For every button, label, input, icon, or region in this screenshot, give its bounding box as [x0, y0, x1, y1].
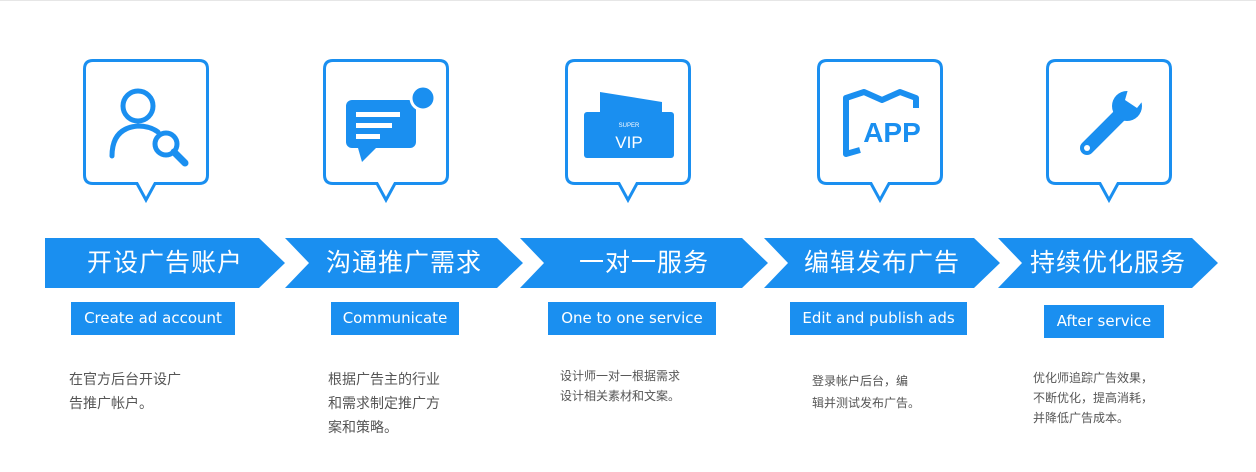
step-3-description: 设计师一对一根据需求 设计相关素材和文案。 [560, 369, 681, 403]
wrench-icon [1080, 86, 1145, 155]
step-4-icon-box: APP [817, 59, 943, 205]
app-label-text: APP [863, 117, 921, 148]
app-map-icon: APP [843, 89, 921, 157]
step-1-icon-box [83, 59, 209, 205]
step-4-description: 登录帐户后台，编 辑并测试发布广告。 [812, 374, 921, 410]
step-3-arrow: 一对一服务 [520, 238, 768, 288]
arrow-shape [764, 238, 1000, 288]
step-5-subtitle: After service [1044, 305, 1164, 338]
step-4-title: 编辑发布广告 [803, 248, 960, 277]
chat-bubble-icon [346, 84, 436, 162]
step-2-arrow: 沟通推广需求 [285, 238, 523, 288]
arrow-shape [285, 238, 523, 288]
step-3-icon-box: SUPER VIP [565, 59, 691, 205]
vip-card-icon: SUPER VIP [584, 92, 674, 158]
step-3-title: 一对一服务 [578, 248, 709, 277]
step-2-icon-box [323, 59, 449, 205]
arrow-shape [45, 238, 285, 288]
step-1-title: 开设广告账户 [86, 248, 243, 277]
step-5-icon-box [1046, 59, 1172, 205]
step-1-description: 在官方后台开设广 告推广帐户。 [69, 372, 181, 412]
step-1-arrow: 开设广告账户 [45, 238, 285, 288]
step-5-arrow: 持续优化服务 [998, 238, 1218, 288]
card-big-text: VIP [615, 133, 642, 152]
step-4-arrow: 编辑发布广告 [764, 238, 1000, 288]
step-2-description: 根据广告主的行业 和需求制定推广方 案和策略。 [328, 372, 440, 436]
user-search-icon [109, 88, 189, 167]
step-5-title: 持续优化服务 [1029, 248, 1186, 277]
step-1-subtitle: Create ad account [71, 302, 235, 335]
arrow-shape [998, 238, 1218, 288]
step-3-subtitle: One to one service [548, 302, 716, 335]
top-divider [0, 0, 1256, 1]
arrow-shape [520, 238, 768, 288]
step-2-title: 沟通推广需求 [325, 248, 482, 277]
card-small-text: SUPER [619, 123, 640, 129]
step-4-subtitle: Edit and publish ads [790, 302, 967, 335]
step-2-subtitle: Communicate [331, 302, 459, 335]
step-5-description: 优化师追踪广告效果， 不断优化，提高消耗， 并降低广告成本。 [1033, 371, 1154, 425]
speech-frame-icon [83, 59, 209, 204]
